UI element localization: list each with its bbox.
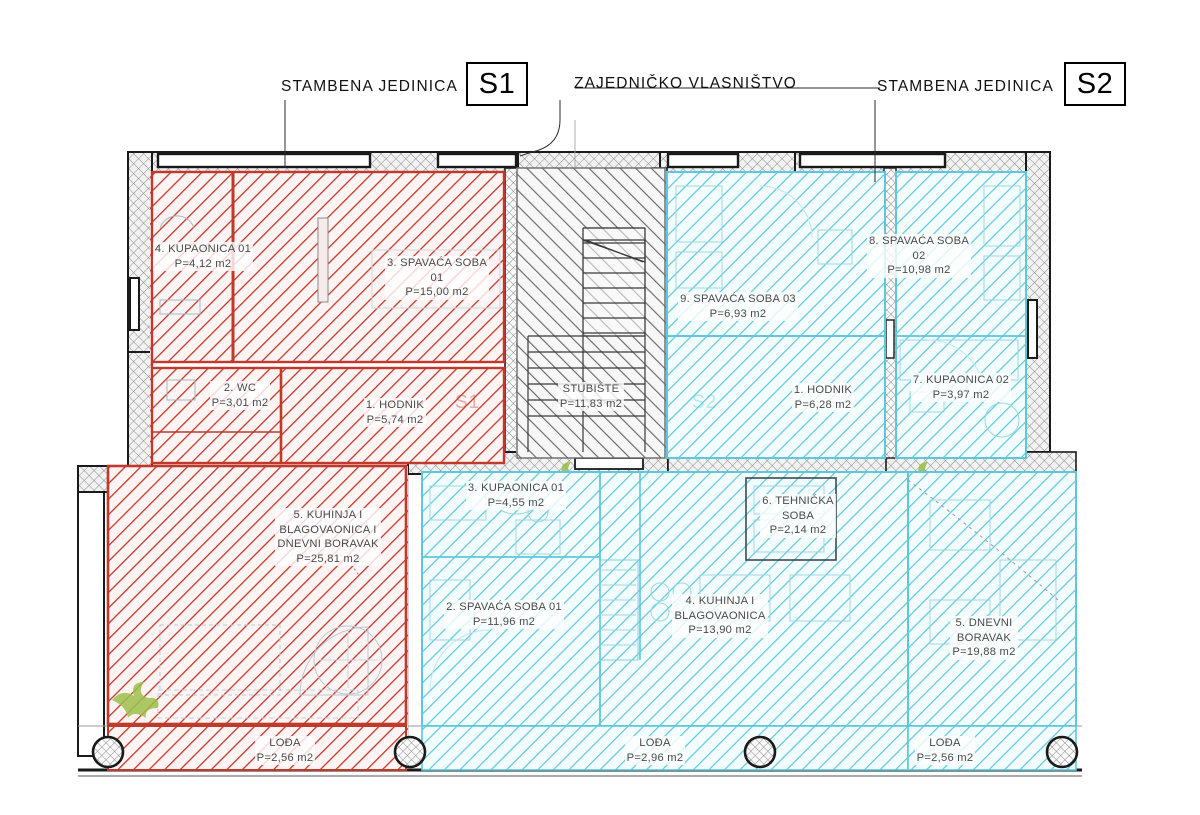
header-label-s2: STAMBENA JEDINICA [877,78,1054,95]
unit-badge-s1[interactable]: S1 [466,62,528,106]
unit-badge-s2[interactable]: S2 [1064,62,1126,106]
header-label-common: ZAJEDNIČKO VLASNIŠTVO [574,75,797,92]
columns [91,735,1079,769]
header-label-s1: STAMBENA JEDINICA [281,78,458,95]
plant-icon-s1 [112,682,159,718]
common-area-stairs [516,120,666,459]
leader-lines [284,87,880,182]
